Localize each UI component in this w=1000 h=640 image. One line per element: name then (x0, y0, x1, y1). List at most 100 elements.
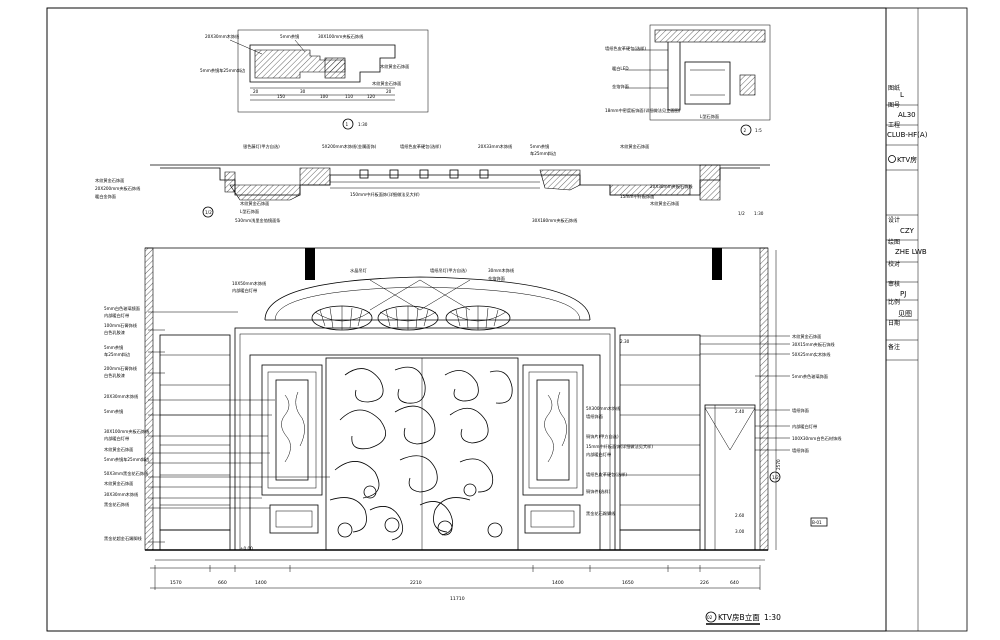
right-wall-panels (619, 334, 756, 551)
elev-left-callout-1: 内部暖白灯带 (104, 312, 129, 319)
detail-b-callout-3: 18mm中密度板饰面(详细做法见立面图) (605, 107, 681, 114)
detail-a-dim-3: 100 (320, 94, 328, 99)
elev-left-callout-16: 30X30mm木饰线 (104, 491, 139, 498)
plan-callout-10: 木纹黄金石饰面 (240, 200, 269, 207)
plan-marker (202, 206, 214, 218)
detail-a-scale: 1:30 (358, 122, 368, 127)
tb-value-3: KTV房 (897, 155, 917, 164)
title-block: 图纸 L 图号 AL30 工程 CLUB-HF(A) KTV房 设计 CZY 绘… (885, 8, 928, 631)
detail-b-callout-1: 暖白LED (612, 65, 629, 72)
detail-a-dim-2: 30 (300, 89, 306, 94)
tb-label-5: 绘图 (888, 238, 900, 246)
tb-value-1: AL30 (898, 111, 916, 119)
elev-right-callout-11: 内部暖白灯带 (586, 451, 611, 458)
total-dim: 11710 (450, 596, 465, 602)
detail-a-callout-2: 30X100mm夹板石饰线 (318, 33, 364, 40)
elev-right-callout-2: 50X25mm实木饰线 (792, 351, 831, 358)
elev-right-callout-4: 墙纸饰面 (792, 407, 809, 414)
right-wall (759, 247, 769, 551)
elev-left-callout-7: 白色乳胶漆 (104, 372, 125, 379)
dim-7: 640 (730, 580, 739, 586)
plan-section: 1/2 1/2 1:30 银色藤灯(甲方自选) 5X200mm木饰线(金属面饰)… (95, 143, 770, 224)
detail-a-marker-num: 1 (346, 122, 349, 127)
plan-scale: 1:30 (754, 211, 764, 216)
plan-callout-16: 30X180mm夹板石饰线 (532, 217, 578, 224)
tb-value-2: CLUB-HF(A) (887, 131, 928, 139)
elev-left-callout-12: 木纹黄金石饰面 (104, 446, 133, 453)
elev-left-callout-13: 5mm茶镜车25mm斜边 (104, 456, 150, 463)
plan-callout-13: 木纹黄金石饰面 (650, 200, 679, 207)
detail-a-callout-5: 木纹黄金石饰面 (372, 80, 401, 87)
dim-2: 1400 (255, 580, 267, 586)
elev-top-callout-5: 金箔饰面 (488, 275, 505, 282)
elevation-title: 02 KTV房B立面 1:30 (705, 611, 781, 625)
elev-right-callout-12: 铜饰片(甲方自选) (586, 433, 619, 440)
tb-label-9: 日期 (888, 319, 900, 327)
detail-b-callout-4: L型石饰面 (700, 113, 719, 120)
left-callouts: 5mm白色玻璃镜面 内部暖白灯带 100mm石膏饰线 白色乳胶漆 5mm茶镜 车… (104, 305, 330, 543)
plan-callout-14: 20X30mm夹板石饰线 (650, 183, 693, 190)
elev-right-callout-0: 木纹黄金石饰面 (792, 333, 821, 340)
elev-left-callout-5: 车25mm斜边 (104, 351, 131, 358)
left-wall (144, 247, 154, 551)
elev-right-callout-15: 黑金花石踢脚线 (586, 510, 616, 517)
level-mark-1: 2.40 (735, 409, 745, 414)
tb-label-10: 备注 (888, 343, 900, 351)
detail-a-callout-1: 5mm茶镜 (280, 33, 300, 40)
tb-label-4: 设计 (888, 216, 900, 224)
plan-callout-9: 暖白金饰面 (95, 193, 116, 200)
section-marker: 1/2 (772, 475, 779, 480)
detail-b-scale: 1:5 (755, 128, 762, 133)
elevation: 10X50mm木饰线 内部暖白灯带 水晶吊灯 墙纸吊灯(甲方自选) 30mm木饰… (104, 247, 842, 625)
detail-a-callout-3: 木纹黄金石饰面 (380, 63, 409, 70)
ref-marker: B-01 (812, 520, 822, 525)
elev-right-callout-13: 墙纸色皮革硬包(选样) (586, 471, 627, 478)
plan-callout-2: 墙纸色皮革硬包(选样) (400, 143, 441, 150)
plan-callout-5: 车25mm斜边 (530, 150, 557, 157)
detail-a-dim-4: 110 (345, 94, 353, 99)
dim-3: 2210 (410, 580, 422, 586)
tb-label-8: 比例 (888, 298, 900, 306)
detail-b: 墙纸色皮革硬包(选样) 暖白LED 金箔饰面 18mm中密度板饰面(详细做法见立… (605, 24, 771, 136)
elev-top-callout-1: 内部暖白灯带 (232, 287, 257, 294)
tb-label-7: 审核 (888, 280, 900, 288)
elev-top-callout-2: 水晶吊灯 (350, 267, 368, 274)
plan-callout-15: 530mm浅里金箔镜面条 (235, 217, 281, 224)
tb-value-7: PJ (900, 290, 906, 298)
tb-label-2: 工程 (888, 121, 900, 129)
elev-left-callout-17: 黑金花石饰线 (104, 501, 130, 508)
right-door-panel (522, 364, 584, 534)
elev-top-callout-3: 墙纸吊灯(甲方自选) (430, 267, 467, 274)
elev-left-callout-15: 木纹黄金石饰面 (104, 480, 133, 487)
right-callouts: 木纹黄金石饰面 30X15mm夹板石饰线 50X25mm实木饰线 5mm茶色玻璃… (586, 333, 842, 517)
elev-left-callout-2: 100mm石膏饰线 (104, 322, 138, 329)
elev-left-callout-14: 50X3mm黑金花石饰线 (104, 470, 149, 477)
plan-callout-3: 20X33mm木饰线 (478, 143, 513, 150)
tb-label-0: 图纸 (888, 84, 900, 92)
detail-b-marker-num: 2 (744, 128, 747, 133)
level-mark-4: 3.00 (735, 529, 745, 534)
chandelier-left (311, 305, 373, 331)
elevation-title-text: KTV房B立面 (718, 612, 760, 622)
plan-callout-4: 5mm茶镜 (530, 143, 550, 150)
detail-b-callout-0: 墙纸色皮革硬包(选样) (605, 45, 646, 52)
elev-left-callout-4: 5mm茶镜 (104, 344, 124, 351)
dim-5: 1650 (622, 580, 634, 586)
elev-right-callout-6: 100X30mm白色石材饰线 (792, 435, 842, 442)
elev-right-callout-10: 15mm中纤板面饰(详细做法见大样) (586, 443, 653, 450)
plan-callout-1: 5X200mm木饰线(金属面饰) (322, 143, 377, 150)
elev-right-callout-5: 内部暖白灯带 (792, 423, 817, 430)
center-scroll-panel (325, 357, 519, 551)
detail-a-marker (342, 118, 354, 130)
elev-right-callout-14: 铜饰件(选样) (586, 488, 611, 495)
tb-value-0: L (900, 91, 904, 99)
dim-6: 226 (700, 580, 709, 586)
detail-a: 20 150 30 100 110 120 20 20X30mm木饰线 5mm茶… (200, 29, 429, 130)
plan-callout-6: 木纹黄金石饰面 (620, 143, 649, 150)
tb-value-5: ZHE LWB (895, 248, 927, 256)
elev-left-callout-10: 30X100mm夹板石饰线 (104, 428, 150, 435)
elev-right-callout-8: 5X300mm木饰线 (586, 405, 621, 412)
elev-right-callout-7: 墙纸饰面 (792, 447, 809, 454)
elev-top-callout-0: 10X50mm木饰线 (232, 280, 267, 287)
